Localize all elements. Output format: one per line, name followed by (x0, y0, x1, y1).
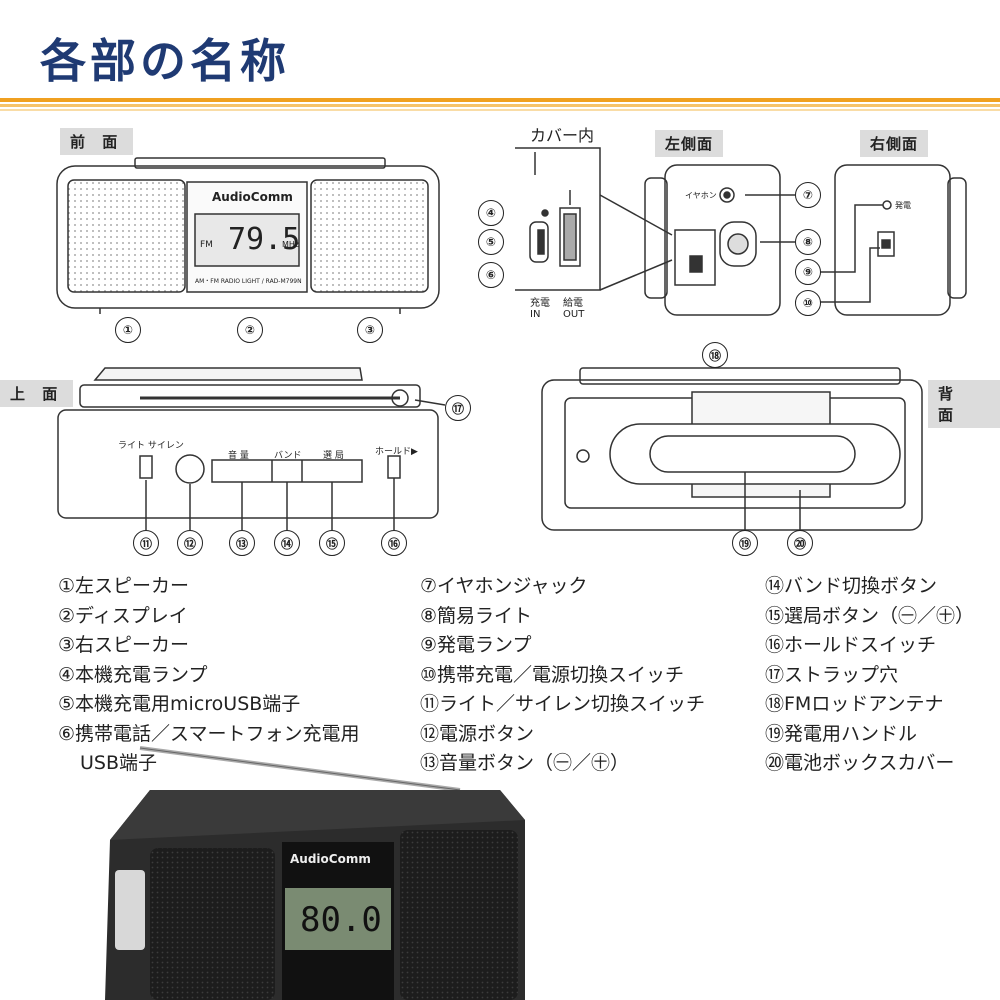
model-label: AM・FM RADIO LIGHT / RAD-M799N (195, 278, 302, 285)
legend-column-1: ①左スピーカー ②ディスプレイ ③右スピーカー ④本機充電ランプ ⑤本機充電用m… (58, 572, 359, 779)
legend-item: ⑬音量ボタン（㊀／㊉） (420, 752, 630, 774)
accent-stripe (0, 98, 1000, 102)
callout-18: ⑱ (702, 342, 728, 368)
top-view-label: 上 面 (0, 380, 74, 407)
callout-17: ⑰ (445, 395, 471, 421)
legend-column-2: ⑦イヤホンジャック ⑧簡易ライト ⑨発電ランプ ⑩携帯充電／電源切換スイッチ ⑪… (420, 572, 705, 779)
accent-stripe (0, 104, 1000, 107)
callout-2: ② (237, 317, 263, 343)
back-view-label: 背 面 (928, 380, 1000, 428)
gen-label: 発電 (895, 201, 911, 210)
light-siren-label: ライト サイレン (118, 441, 184, 451)
legend-item: ⑦イヤホンジャック (420, 575, 588, 597)
accent-stripe (0, 109, 1000, 111)
legend-item: ⑪ライト／サイレン切換スイッチ (420, 693, 706, 715)
legend-item: ⑮選局ボタン（㊀／㊉） (765, 604, 975, 627)
legend-item: USB端子 (80, 752, 158, 774)
cover-inside-drawing (515, 147, 673, 291)
legend-item: ⑥携帯電話／スマートフォン充電用 (58, 722, 360, 745)
callout-16: ⑯ (381, 530, 407, 556)
photo-brand: AudioComm (290, 852, 371, 866)
callout-15: ⑮ (319, 530, 345, 556)
callout-1: ① (115, 317, 141, 343)
legend-item: ⑳電池ボックスカバー (765, 752, 955, 774)
cover-inside-label: カバー内 (530, 126, 595, 145)
display-mhz: MHz (282, 240, 300, 249)
callout-10: ⑩ (795, 290, 821, 316)
page-title: 各部の名称 (40, 34, 290, 88)
device-brand: AudioComm (212, 190, 293, 204)
legend-item: ④本機充電ランプ (58, 663, 208, 686)
callout-19: ⑲ (732, 530, 758, 556)
legend-item: ⑩携帯充電／電源切換スイッチ (420, 663, 685, 686)
legend-item: ⑨発電ランプ (420, 634, 532, 656)
legend-item: ②ディスプレイ (58, 604, 188, 627)
charge-in-label: 充電 IN (530, 298, 550, 320)
left-side-drawing (644, 164, 795, 316)
callout-8: ⑧ (795, 229, 821, 255)
legend-item: ①左スピーカー (58, 575, 190, 597)
callout-7: ⑦ (795, 182, 821, 208)
right-side-label: 右側面 (860, 130, 929, 157)
right-side-drawing (795, 164, 967, 316)
legend-item: ⑧簡易ライト (420, 604, 533, 627)
hold-label: ホールド▶ (375, 447, 418, 457)
legend-item: ⑯ホールドスイッチ (765, 634, 937, 656)
photo-display-value: 80.0 (300, 900, 382, 940)
legend-item: ⑰ストラップ穴 (765, 663, 899, 686)
front-view-label: 前 面 (60, 128, 134, 155)
left-side-label: 左側面 (655, 130, 724, 157)
callout-9: ⑨ (795, 259, 821, 285)
callout-12: ⑫ (177, 530, 203, 556)
volume-label: 音 量 (228, 451, 249, 461)
legend-item: ⑭バンド切換ボタン (765, 575, 937, 597)
supply-out-label: 給電 OUT (563, 298, 585, 320)
callout-4: ④ (478, 200, 504, 226)
callout-11: ⑪ (133, 530, 159, 556)
callout-5: ⑤ (478, 229, 504, 255)
back-view-drawing (541, 355, 923, 531)
top-view-drawing (57, 367, 446, 530)
legend-item: ⑫電源ボタン (420, 722, 535, 745)
earphone-label: イヤホン (685, 191, 717, 200)
callout-6: ⑥ (478, 262, 504, 288)
tune-label: 選 局 (323, 451, 344, 461)
legend-item: ⑤本機充電用microUSB端子 (58, 693, 301, 715)
callout-14: ⑭ (274, 530, 300, 556)
callout-13: ⑬ (229, 530, 255, 556)
radio-photo (105, 790, 525, 1000)
display-fm: FM (200, 240, 213, 250)
legend-item: ⑲発電用ハンドル (765, 722, 918, 745)
callout-3: ③ (357, 317, 383, 343)
callout-20: ⑳ (787, 530, 813, 556)
band-label: バンド (274, 451, 302, 461)
legend-item: ⑱FMロッドアンテナ (765, 693, 944, 715)
legend-item: ③右スピーカー (58, 634, 190, 656)
display-frequency: 79.5 (228, 222, 301, 257)
front-view-drawing (56, 157, 440, 314)
legend-column-3: ⑭バンド切換ボタン ⑮選局ボタン（㊀／㊉） ⑯ホールドスイッチ ⑰ストラップ穴 … (765, 572, 974, 779)
